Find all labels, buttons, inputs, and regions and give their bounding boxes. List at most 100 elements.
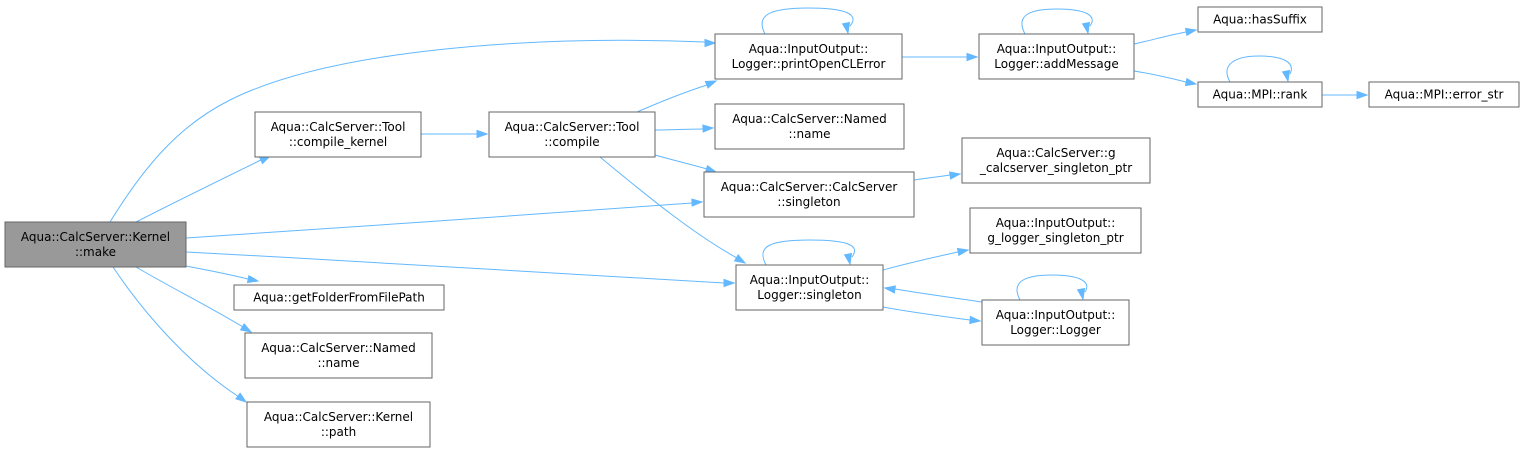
edge-arrowhead: [235, 392, 248, 403]
node-label-line: Aqua::CalcServer::g: [996, 146, 1115, 160]
edge-arrowhead: [883, 285, 897, 294]
call-edge-tool-compile-to-calcserver-singleton: [654, 154, 718, 173]
node-label-line: Aqua::CalcServer::Named: [732, 112, 887, 126]
edge-arrowhead: [1081, 21, 1091, 35]
node-logger-singleton[interactable]: Aqua::InputOutput::Logger::singleton: [735, 264, 884, 311]
node-kernel-path[interactable]: Aqua::CalcServer::Kernel::path: [246, 401, 431, 448]
edge-arrowhead: [704, 38, 717, 48]
node-label-line: ::path: [321, 425, 356, 439]
node-make[interactable]: Aqua::CalcServer::Kernel::make: [4, 221, 187, 268]
edge-line: [109, 39, 706, 223]
node-get-folder[interactable]: Aqua::getFolderFromFilePath: [233, 284, 445, 311]
node-label-line: Aqua::MPI::error_str: [1385, 88, 1504, 102]
node-label-line: Logger::singleton: [757, 288, 861, 302]
call-edge-make-to-kernel-path: [112, 266, 248, 403]
call-edge-print-opencl-error-to-print-opencl-error: [761, 7, 854, 35]
node-print-opencl-error[interactable]: Aqua::InputOutput::Logger::printOpenCLEr…: [714, 33, 903, 80]
edge-line: [185, 202, 693, 239]
call-edge-logger-ctor-to-logger-ctor: [1016, 274, 1088, 301]
edge-arrowhead: [843, 252, 853, 266]
edge-line: [654, 128, 704, 131]
edge-line: [112, 266, 240, 398]
edge-line: [185, 265, 249, 280]
call-edge-print-opencl-error-to-add-message: [902, 52, 979, 62]
edge-arrowhead: [733, 254, 747, 264]
call-edge-make-to-print-opencl-error: [109, 38, 717, 223]
call-edge-calcserver-singleton-to-g-calcserver-ptr: [913, 171, 962, 181]
node-box: [1368, 81, 1520, 108]
call-edge-make-to-calcserver-singleton: [185, 198, 704, 239]
call-graph-nodes: Aqua::CalcServer::Kernel::makeAqua::Calc…: [4, 6, 1520, 448]
call-edge-logger-singleton-to-logger-singleton: [762, 239, 856, 266]
node-label-line: Logger::Logger: [1010, 323, 1101, 337]
edge-line: [135, 158, 264, 223]
node-label-line: ::compile: [544, 135, 599, 149]
edge-line: [185, 251, 725, 284]
edge-line: [1226, 55, 1292, 83]
node-label-line: Aqua::InputOutput::: [996, 216, 1116, 230]
call-edge-add-message-to-add-message: [1021, 8, 1093, 35]
node-box: [703, 171, 915, 218]
node-g-logger-ptr[interactable]: Aqua::InputOutput::g_logger_singleton_pt…: [969, 207, 1142, 254]
edge-arrowhead: [702, 124, 715, 133]
edge-line: [1016, 274, 1088, 301]
node-box: [981, 299, 1130, 346]
edge-line: [882, 306, 971, 321]
call-edge-make-to-logger-singleton: [185, 251, 736, 288]
call-edge-tool-compile-to-named-name-upper: [654, 124, 715, 133]
node-label-line: ::name: [317, 356, 359, 370]
node-box: [488, 111, 656, 158]
edge-arrowhead: [239, 323, 253, 333]
node-add-message[interactable]: Aqua::InputOutput::Logger::addMessage: [978, 33, 1135, 80]
edge-arrowhead: [948, 171, 962, 180]
node-logger-ctor[interactable]: Aqua::InputOutput::Logger::Logger: [981, 299, 1130, 346]
edge-line: [761, 7, 854, 35]
node-box: [978, 33, 1135, 80]
edge-line: [654, 154, 708, 170]
edge-line: [636, 84, 708, 113]
node-tool-compile[interactable]: Aqua::CalcServer::Tool::compile: [488, 111, 656, 158]
edge-arrowhead: [476, 129, 489, 139]
call-edge-logger-singleton-to-g-logger-ptr: [882, 247, 970, 271]
node-calcserver-singleton[interactable]: Aqua::CalcServer::CalcServer::singleton: [703, 171, 915, 218]
node-label-line: ::compile_kernel: [289, 135, 387, 149]
call-edge-make-to-tool-compile-kernel: [135, 155, 272, 223]
node-mpi-error-str[interactable]: Aqua::MPI::error_str: [1368, 81, 1520, 108]
node-label-line: ::make: [75, 245, 116, 259]
call-edge-logger-ctor-to-logger-singleton: [883, 285, 983, 303]
node-box: [1197, 81, 1323, 108]
call-edge-logger-singleton-to-logger-ctor: [882, 306, 982, 325]
edge-line: [135, 266, 244, 328]
node-named-name-upper[interactable]: Aqua::CalcServer::Named::name: [714, 103, 905, 150]
node-box: [254, 111, 422, 158]
call-edge-mpi-rank-to-mpi-rank: [1226, 55, 1292, 83]
node-label-line: Aqua::CalcServer::Tool: [505, 120, 640, 134]
call-edge-make-to-get-folder: [185, 265, 260, 284]
edge-arrowhead: [966, 52, 979, 62]
edge-line: [1133, 70, 1187, 83]
node-label-line: Aqua::InputOutput::: [749, 42, 869, 56]
edge-arrowhead: [1281, 69, 1291, 83]
call-edge-add-message-to-mpi-rank: [1133, 70, 1198, 87]
call-edge-tool-compile-to-logger-singleton: [599, 156, 747, 264]
node-label-line: Logger::printOpenCLError: [732, 57, 886, 71]
node-tool-compile-kernel[interactable]: Aqua::CalcServer::Tool::compile_kernel: [254, 111, 422, 158]
node-label-line: _calcserver_singleton_ptr: [979, 161, 1132, 175]
node-label-line: Aqua::CalcServer::CalcServer: [721, 180, 898, 194]
node-box: [4, 221, 187, 268]
node-box: [714, 33, 903, 80]
call-edge-tool-compile-kernel-to-tool-compile: [421, 129, 489, 139]
node-label-line: ::name: [788, 127, 830, 141]
node-g-calcserver-ptr[interactable]: Aqua::CalcServer::g_calcserver_singleton…: [961, 137, 1151, 184]
node-label-line: Aqua::CalcServer::Kernel: [21, 230, 170, 244]
node-label-line: Aqua::InputOutput::: [996, 308, 1116, 322]
node-named-name-lower[interactable]: Aqua::CalcServer::Named::name: [244, 332, 433, 379]
node-has-suffix[interactable]: Aqua::hasSuffix: [1197, 6, 1323, 33]
node-box: [714, 103, 905, 150]
edge-arrowhead: [704, 80, 718, 89]
node-mpi-rank[interactable]: Aqua::MPI::rank: [1197, 81, 1323, 108]
node-box: [735, 264, 884, 311]
node-label-line: Logger::addMessage: [994, 57, 1118, 71]
edge-arrowhead: [1356, 90, 1369, 100]
